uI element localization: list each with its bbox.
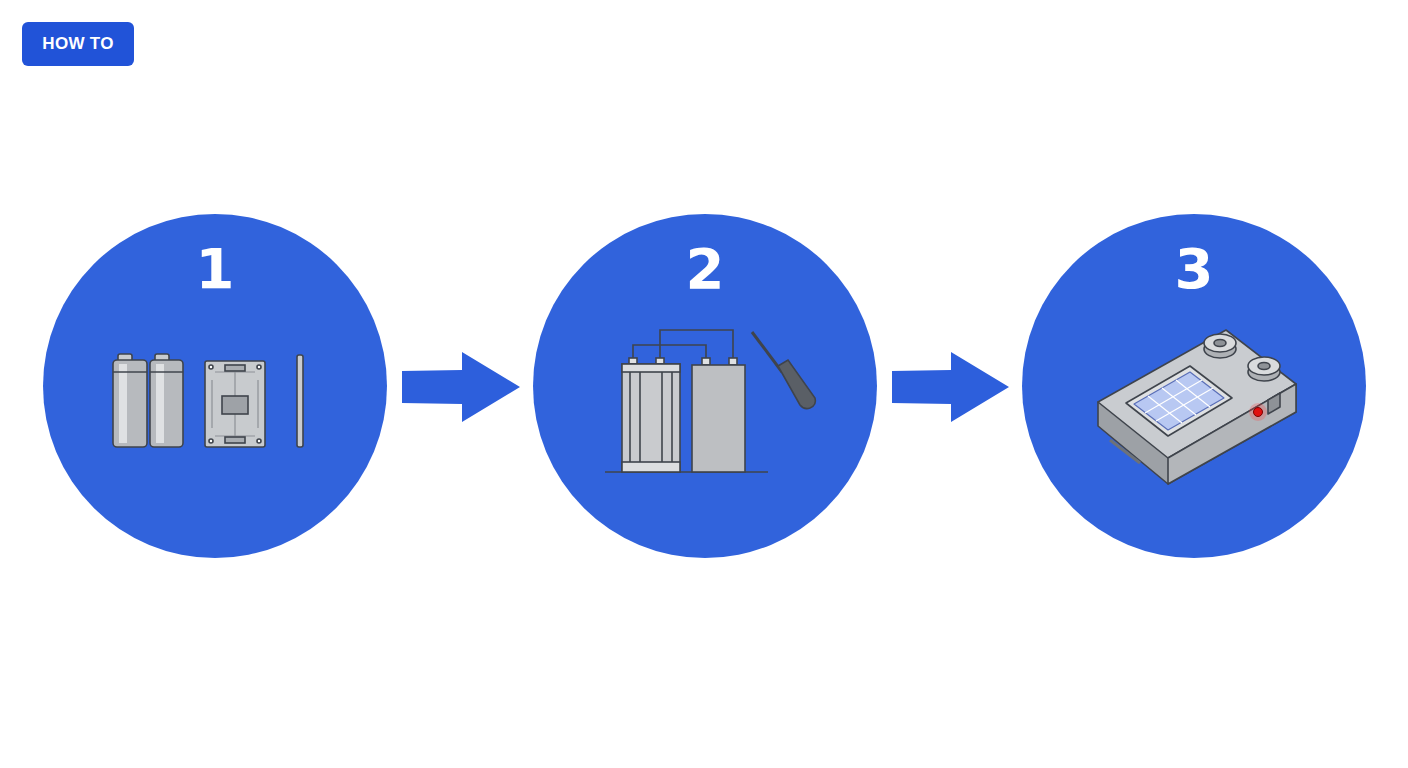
- badge-label: HOW TO: [42, 34, 113, 54]
- block-arrow: [402, 352, 520, 422]
- step-circle: 2: [533, 214, 877, 558]
- parts-illustration: [113, 354, 303, 447]
- step-number: 1: [196, 241, 235, 297]
- step-number: 2: [686, 241, 725, 297]
- title-badge: HOW TO: [22, 22, 134, 66]
- step-circle: 3: [1022, 214, 1366, 558]
- step-number: 3: [1175, 241, 1214, 297]
- device-illustration: [1098, 330, 1296, 484]
- assembly-illustration: [605, 330, 815, 472]
- block-arrow: [892, 352, 1009, 422]
- step-circle: 1: [43, 214, 387, 558]
